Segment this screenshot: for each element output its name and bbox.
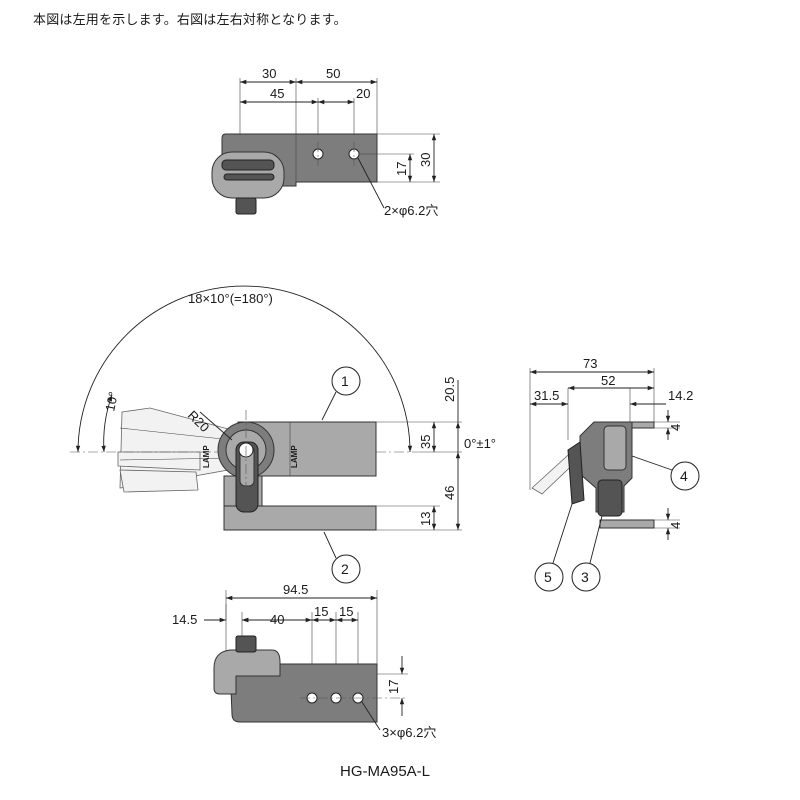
dim-40-label: 40 xyxy=(270,612,284,627)
bottom-view-stud xyxy=(235,635,257,653)
side-view: 73 52 31.5 14.2 4 4 4 5 3 xyxy=(529,356,700,592)
ten-degree-arc xyxy=(101,394,113,453)
dim-30-vertical-label: 30 xyxy=(418,153,433,167)
front-stamp: LAMP xyxy=(290,445,299,468)
dim-14-5-label: 14.5 xyxy=(172,612,197,627)
dim-4-lower-label: 4 xyxy=(668,522,683,529)
dim-15-a-label: 15 xyxy=(314,604,328,619)
ten-degree-label: 10° xyxy=(102,390,121,412)
side-lever xyxy=(567,441,585,505)
bottom-view: 94.5 14.5 40 15 15 17 3×φ6.2穴 xyxy=(172,582,436,740)
callout-5 xyxy=(534,562,564,592)
callout-2 xyxy=(331,554,361,584)
dim-45-label: 45 xyxy=(270,86,284,101)
dim-30-label: 30 xyxy=(262,66,276,81)
dim-52-label: 52 xyxy=(601,373,615,388)
callout-2-label: 2 xyxy=(341,561,349,577)
callout-4-label: 4 xyxy=(680,468,688,484)
swing-arc xyxy=(75,285,413,453)
front-view: 18×10°(=180°) 10° LAMP LAMP R20 xyxy=(70,285,496,584)
dim-17-top-label: 17 xyxy=(394,162,409,176)
dim-46-label: 46 xyxy=(442,486,457,500)
bottom-view-knob xyxy=(213,649,281,695)
dim-20-top-label: 20 xyxy=(356,86,370,101)
dim-17-bottom-label: 17 xyxy=(386,680,401,694)
dim-15-b-label: 15 xyxy=(339,604,353,619)
top-view-stud xyxy=(235,197,257,215)
usage-note: 本図は左用を示します。右図は左右対称となります。 xyxy=(33,13,347,28)
side-lower-flange xyxy=(599,519,655,529)
callout-3 xyxy=(571,562,601,592)
dim-35-label: 35 xyxy=(418,435,433,449)
model-label: HG-MA95A-L xyxy=(340,763,430,780)
dim-94-5-label: 94.5 xyxy=(283,582,308,597)
callout-1 xyxy=(331,366,361,396)
ghost-stamp: LAMP xyxy=(202,445,211,468)
callout-3-label: 3 xyxy=(581,569,589,585)
dim-4-upper-label: 4 xyxy=(668,424,683,431)
arc-label: 18×10°(=180°) xyxy=(188,291,273,306)
callout-5-label: 5 xyxy=(544,569,552,585)
top-view: 30 50 45 20 17 30 2×φ6.2穴 xyxy=(211,66,440,218)
dim-13-label: 13 xyxy=(418,512,433,526)
dim-14-2-label: 14.2 xyxy=(668,388,693,403)
dim-31-5-label: 31.5 xyxy=(534,388,559,403)
ghost-handle xyxy=(117,407,233,493)
tolerance-label: 0°±1° xyxy=(464,436,496,451)
bottom-holes-label: 3×φ6.2穴 xyxy=(382,725,436,740)
dim-50-label: 50 xyxy=(326,66,340,81)
callout-1-label: 1 xyxy=(341,373,349,389)
dim-73-label: 73 xyxy=(583,356,597,371)
top-holes-label: 2×φ6.2穴 xyxy=(384,203,438,218)
bottom-view-plate xyxy=(229,663,378,723)
callout-4 xyxy=(670,461,700,491)
dim-20-5-label: 20.5 xyxy=(442,377,457,402)
